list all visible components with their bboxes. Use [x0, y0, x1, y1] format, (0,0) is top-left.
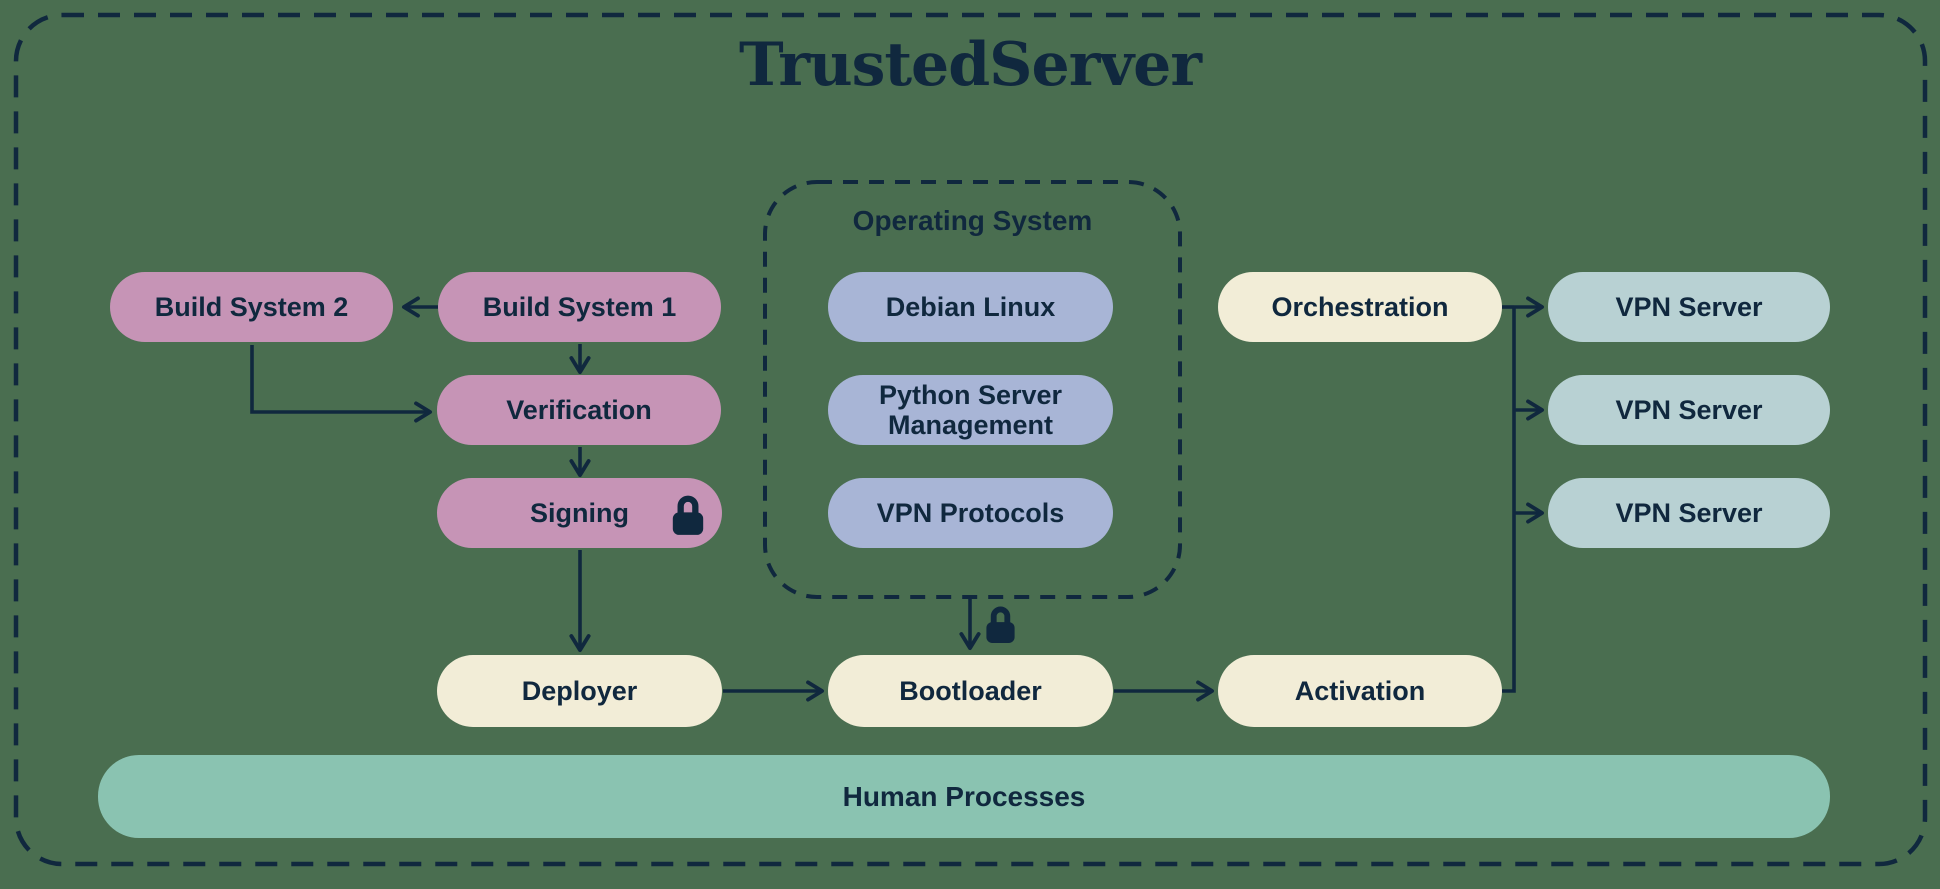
- node-build-system-1: Build System 1: [438, 272, 721, 342]
- operating-system-group-title: Operating System: [852, 205, 1093, 236]
- node-verification: Verification: [437, 375, 721, 445]
- node-label: Build System 1: [482, 291, 677, 322]
- human-processes-label: Human Processes: [842, 780, 1086, 812]
- lock-icon: [986, 606, 1015, 643]
- node-label: Activation: [1294, 675, 1426, 706]
- lock-icon: [672, 495, 704, 535]
- node-python-server-management: Python Server Management: [828, 375, 1113, 445]
- outer-dashed-border: [13, 12, 1928, 867]
- node-deployer: Deployer: [437, 655, 722, 727]
- node-vpn-server-1: VPN Server: [1548, 272, 1830, 342]
- node-label: Build System 2: [154, 291, 349, 322]
- node-label: Bootloader: [899, 675, 1042, 706]
- node-bootloader: Bootloader: [828, 655, 1113, 727]
- node-vpn-server-2: VPN Server: [1548, 375, 1830, 445]
- operating-system-group-border: [763, 180, 1182, 599]
- node-activation: Activation: [1218, 655, 1502, 727]
- node-label: Verification: [506, 394, 652, 425]
- node-label: Orchestration: [1271, 291, 1449, 322]
- node-build-system-2: Build System 2: [110, 272, 393, 342]
- edge-bs2-to-verification: [250, 345, 433, 423]
- node-label: VPN Server: [1615, 291, 1763, 322]
- node-vpn-protocols: VPN Protocols: [828, 478, 1113, 548]
- node-label: VPN Protocols: [876, 497, 1065, 528]
- node-label: Signing: [530, 497, 629, 528]
- diagram-title: TrustedServer: [739, 30, 1202, 100]
- node-vpn-server-3: VPN Server: [1548, 478, 1830, 548]
- node-signing: Signing: [437, 478, 722, 548]
- node-label: Python Server Management: [878, 379, 1063, 440]
- node-label: VPN Server: [1615, 394, 1763, 425]
- node-label: Debian Linux: [885, 291, 1056, 322]
- node-label: Deployer: [521, 675, 638, 706]
- edge-activation-trunk: [1502, 307, 1516, 693]
- node-debian-linux: Debian Linux: [828, 272, 1113, 342]
- human-processes-bar: Human Processes: [98, 755, 1830, 838]
- node-orchestration: Orchestration: [1218, 272, 1502, 342]
- node-label: VPN Server: [1615, 497, 1763, 528]
